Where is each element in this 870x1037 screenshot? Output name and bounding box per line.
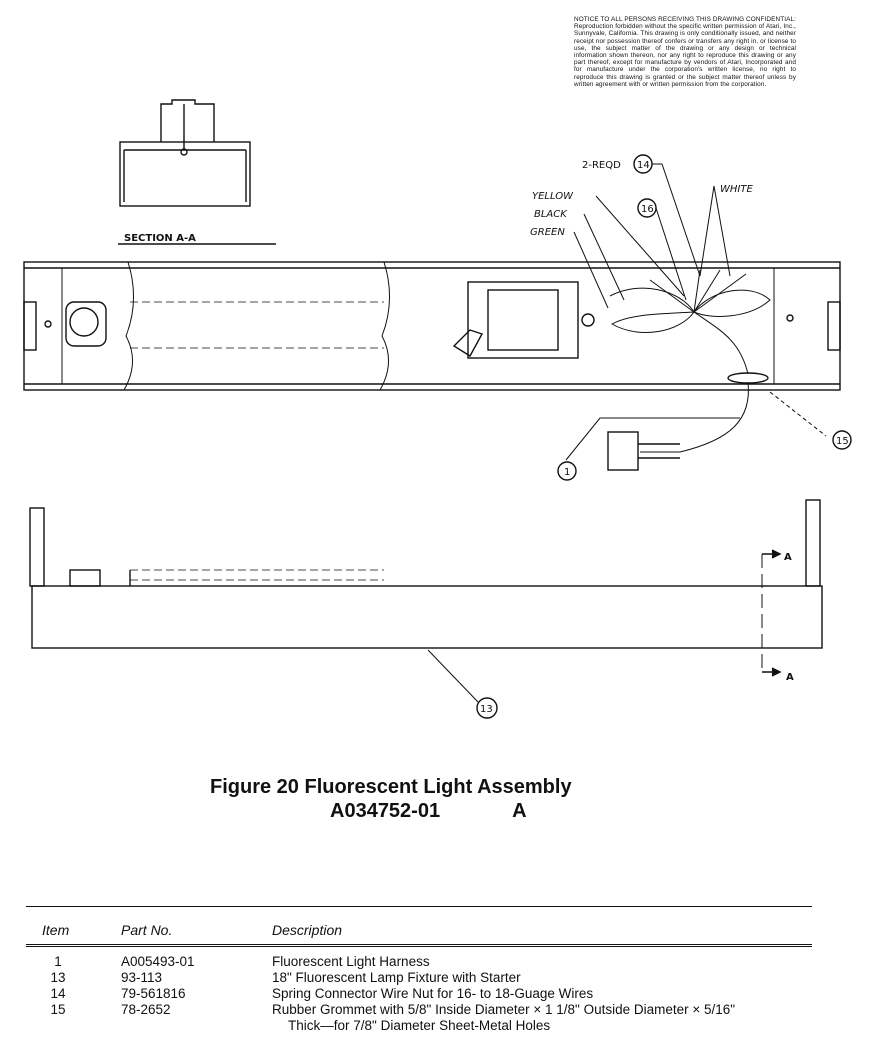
part-number: A005493-01 bbox=[121, 954, 195, 969]
part-description: 18" Fluorescent Lamp Fixture with Starte… bbox=[272, 970, 521, 985]
fixture-side-view bbox=[29, 499, 823, 677]
part-description-continued: Thick—for 7/8" Diameter Sheet-Metal Hole… bbox=[288, 1018, 551, 1033]
section-a-a-label: SECTION A-A bbox=[124, 233, 196, 244]
callout-13-label: 13 bbox=[480, 704, 493, 715]
confidentiality-notice: NOTICE TO ALL PERSONS RECEIVING THIS DRA… bbox=[574, 16, 796, 88]
callout-13-circle bbox=[476, 697, 498, 719]
part-number: 93-113 bbox=[121, 970, 163, 985]
section-arrow-a-top: A bbox=[784, 552, 792, 563]
header-description: Description bbox=[272, 922, 343, 938]
section-arrow-a-bottom: A bbox=[786, 672, 794, 683]
header-item: Item bbox=[42, 922, 70, 938]
callout-15-label: 15 bbox=[836, 436, 849, 447]
figure-number-line: A034752-01 A bbox=[330, 800, 527, 823]
callout-15-circle bbox=[832, 430, 852, 450]
table-top-rule bbox=[26, 906, 812, 907]
wire-yellow-label: YELLOW bbox=[532, 191, 574, 202]
part-description: Rubber Grommet with 5/8" Inside Diameter… bbox=[272, 1002, 736, 1017]
qty-2-reqd-label: 2-REQD bbox=[582, 160, 621, 171]
wire-white-label: WHITE bbox=[720, 184, 753, 195]
table-header-rule bbox=[26, 944, 812, 947]
callout-16-circle bbox=[637, 198, 657, 218]
callout-1-circle bbox=[557, 461, 577, 481]
figure-title: Figure 20 Fluorescent Light Assembly bbox=[210, 776, 572, 798]
callout-14-circle bbox=[633, 154, 653, 174]
drawing-number: A034752-01 bbox=[330, 800, 441, 822]
part-number: 79-561816 bbox=[121, 986, 186, 1001]
revision-letter: A bbox=[512, 800, 527, 822]
callout-14-label: 14 bbox=[637, 160, 650, 171]
item-number: 15 bbox=[50, 1002, 66, 1017]
part-description: Fluorescent Light Harness bbox=[272, 954, 430, 969]
callout-1-label: 1 bbox=[564, 467, 570, 478]
fixture-top-view bbox=[23, 261, 841, 471]
wire-black-label: BLACK bbox=[534, 209, 568, 220]
item-number: 1 bbox=[54, 954, 62, 969]
section-a-a-detail bbox=[118, 99, 276, 245]
callout-16-label: 16 bbox=[641, 204, 654, 215]
part-description: Spring Connector Wire Nut for 16- to 18-… bbox=[272, 986, 594, 1001]
header-part-no: Part No. bbox=[121, 922, 173, 938]
callout-leaders bbox=[427, 163, 827, 703]
item-number: 13 bbox=[50, 970, 66, 985]
wire-green-label: GREEN bbox=[530, 227, 565, 238]
assembly-drawing: SECTION A-A bbox=[23, 99, 852, 719]
part-number: 78-2652 bbox=[121, 1002, 171, 1017]
item-number: 14 bbox=[50, 986, 66, 1001]
